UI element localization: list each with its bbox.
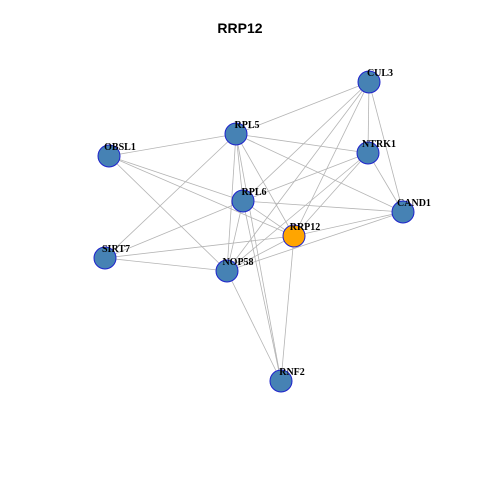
edge-rpl5-rnf2	[235, 133, 282, 382]
node-label: NOP58	[222, 257, 253, 268]
node-cul3: CUL3	[357, 68, 393, 94]
edge-cand1-nop58	[226, 211, 404, 272]
edge-nop58-rnf2	[226, 270, 282, 382]
edge-cul3-cand1	[368, 81, 404, 213]
node-label: CUL3	[367, 68, 393, 79]
node-circle	[231, 189, 255, 213]
node-circle	[97, 144, 121, 168]
edge-rpl6-nop58	[226, 200, 244, 272]
edge-obsl1-nop58	[108, 155, 228, 272]
node-label: CAND1	[397, 198, 431, 209]
edge-cand1-rrp12	[293, 211, 404, 237]
node-label: NTRK1	[362, 139, 396, 150]
edge-rpl5-nop58	[226, 133, 237, 272]
edge-rpl6-sirt7	[104, 200, 244, 259]
node-circle	[356, 141, 380, 165]
node-cand1: CAND1	[391, 198, 431, 224]
edge-cul3-ntrk1	[367, 81, 370, 154]
node-nop58: NOP58	[215, 257, 254, 283]
edge-cul3-rpl6	[242, 81, 370, 202]
node-circle	[391, 200, 415, 224]
edge-cul3-rrp12	[293, 81, 370, 237]
edges-layer	[104, 81, 404, 382]
edge-rrp12-rnf2	[280, 235, 295, 382]
node-label: SIRT7	[102, 244, 130, 255]
edge-cul3-rpl5	[235, 81, 370, 135]
node-label: RRP12	[290, 222, 321, 233]
edge-ntrk1-rrp12	[293, 152, 369, 237]
node-rrp12: RRP12	[282, 222, 321, 248]
edge-obsl1-rrp12	[108, 155, 295, 237]
node-rpl5: RPL5	[224, 120, 260, 146]
node-label: OBSL1	[104, 142, 136, 153]
edge-rpl6-rnf2	[242, 200, 282, 382]
edge-rpl5-ntrk1	[235, 133, 369, 154]
node-rpl6: RPL6	[231, 187, 267, 213]
edge-rpl5-cand1	[235, 133, 404, 213]
edge-ntrk1-rpl6	[242, 152, 369, 202]
node-ntrk1: NTRK1	[356, 139, 396, 165]
edge-rpl5-obsl1	[108, 133, 237, 157]
node-label: RNF2	[279, 367, 305, 378]
edge-obsl1-rpl6	[108, 155, 244, 202]
edge-rpl5-sirt7	[104, 133, 237, 259]
node-rnf2: RNF2	[269, 367, 305, 393]
edge-rrp12-sirt7	[104, 235, 295, 259]
edge-sirt7-nop58	[104, 257, 228, 272]
edge-rpl5-rrp12	[235, 133, 295, 237]
node-circle	[215, 259, 239, 283]
node-circle	[224, 122, 248, 146]
node-circle	[93, 246, 117, 270]
graph-title: RRP12	[217, 20, 263, 36]
node-label: RPL6	[242, 187, 267, 198]
node-sirt7: SIRT7	[93, 244, 130, 270]
edge-rrp12-nop58	[226, 235, 295, 272]
edge-rpl6-cand1	[242, 200, 404, 213]
node-obsl1: OBSL1	[97, 142, 136, 168]
node-label: RPL5	[235, 120, 260, 131]
edge-cul3-nop58	[226, 81, 370, 272]
edge-ntrk1-nop58	[226, 152, 369, 272]
node-circle	[357, 70, 381, 94]
node-circle	[282, 224, 306, 248]
node-circle	[269, 369, 293, 393]
